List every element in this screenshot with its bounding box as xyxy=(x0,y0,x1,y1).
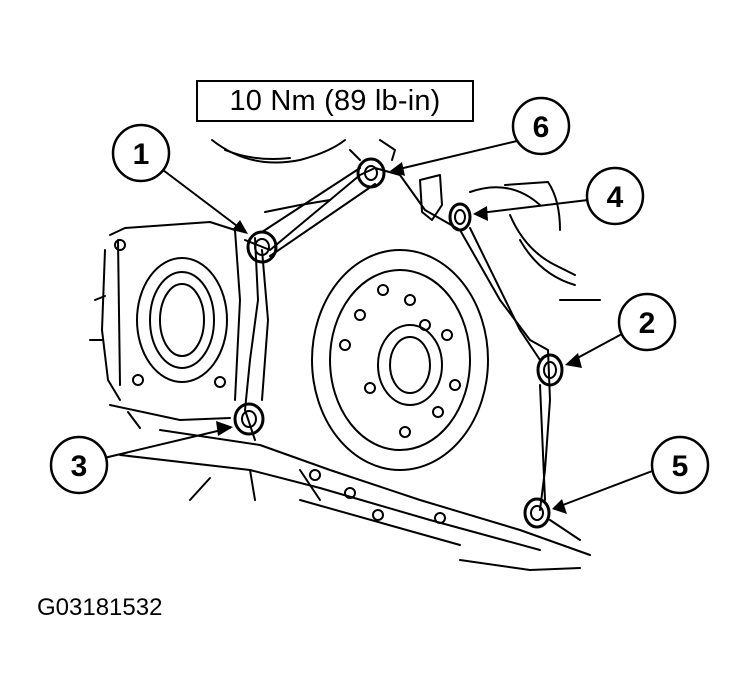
bolt-6 xyxy=(356,157,386,189)
callout-circle-3 xyxy=(49,435,109,495)
arrowheads xyxy=(216,162,582,514)
callout-circle-2 xyxy=(617,292,677,352)
oil-pan-rail xyxy=(119,429,591,571)
callout-label-3: 3 xyxy=(71,450,88,483)
torque-spec-box: 10 Nm (89 lb-in) xyxy=(196,80,474,122)
bolt-4 xyxy=(448,202,472,232)
callout-label-4: 4 xyxy=(607,181,624,214)
callout-label-5: 5 xyxy=(672,450,689,483)
bolt-3 xyxy=(233,402,265,436)
callout-circle-5 xyxy=(650,435,710,495)
upper-engine-background xyxy=(211,139,601,301)
callout-label-2: 2 xyxy=(639,307,656,340)
engine-block-background xyxy=(89,221,241,429)
bolt-2 xyxy=(536,353,564,387)
callout-circle-4 xyxy=(585,166,645,226)
callout-circle-6 xyxy=(511,96,571,156)
callout-circle-1 xyxy=(111,123,171,183)
callout-label-6: 6 xyxy=(533,111,550,144)
bolt-5 xyxy=(523,497,551,529)
timing-cover xyxy=(244,167,551,511)
leader-lines xyxy=(103,140,656,509)
figure-id: G03181532 xyxy=(37,594,163,621)
cover-bridge xyxy=(261,167,376,257)
torque-spec-label: 10 Nm (89 lb-in) xyxy=(229,84,441,117)
crankshaft-pulley xyxy=(311,249,489,471)
callout-label-1: 1 xyxy=(133,138,150,171)
